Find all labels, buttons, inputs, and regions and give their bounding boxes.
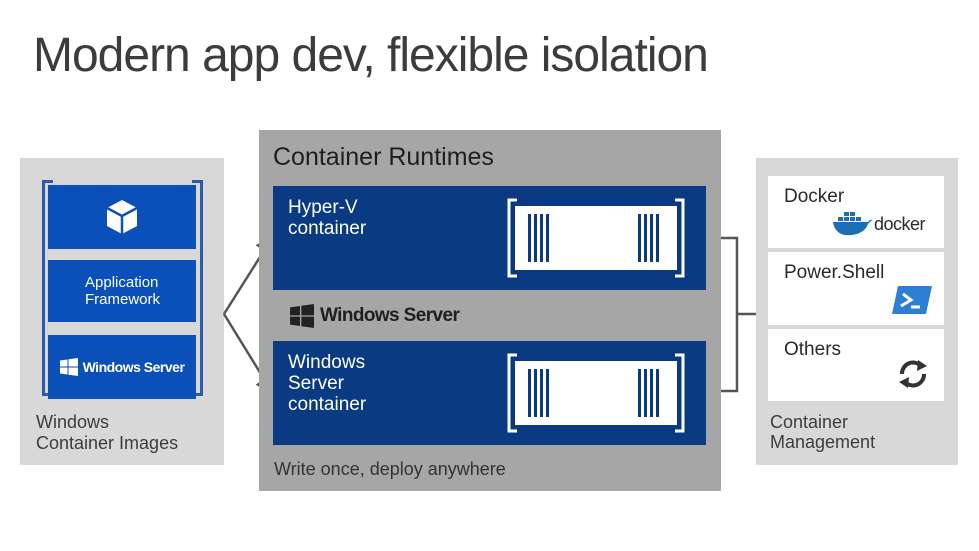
right-bracket (192, 180, 203, 396)
docker-whale-icon (832, 209, 872, 237)
container-images-panel: Application Framework Windows Server (20, 158, 224, 465)
ws-container-label: Windows Server container (288, 352, 366, 415)
docker-logo-text: docker (874, 214, 926, 234)
left-bracket (42, 180, 53, 396)
refresh-cycle-icon (894, 355, 932, 393)
hyperv-label-line-2: container (288, 218, 367, 239)
windows-server-logo-text: Windows Server (82, 359, 185, 375)
windows-server-host: Windows Server (290, 304, 460, 328)
tool-card-powershell: Power.Shell (768, 252, 944, 325)
ws-container-label-line-1: Windows (288, 352, 366, 373)
container-images-caption-line-2: Container Images (36, 433, 179, 453)
windows-server-host-text: Windows Server (320, 305, 460, 326)
hyperv-label-line-1: Hyper-V (288, 197, 358, 218)
runtimes-title: Container Runtimes (273, 143, 494, 171)
windows-logo-icon (59, 358, 78, 376)
ws-container-label-line-3: container (288, 394, 367, 415)
page-title: Modern app dev, flexible isolation (33, 29, 709, 82)
ws-container-box: Windows Server container (273, 341, 706, 445)
container-shipping-icon (505, 353, 687, 433)
ws-container-label-line-2: Server (288, 373, 344, 394)
container-management-caption: Container Management (770, 412, 875, 452)
hyperv-container-box: Hyper-V container (273, 186, 706, 290)
docker-label: Docker (784, 186, 845, 207)
powershell-icon (892, 285, 932, 315)
container-management-caption-line-1: Container (770, 412, 849, 432)
tool-card-others: Others (768, 329, 944, 401)
cube-icon (103, 197, 141, 237)
powershell-label: Power.Shell (784, 262, 885, 283)
image-layer-windows-server: Windows Server (48, 335, 196, 399)
app-framework-line-2: Framework (85, 291, 161, 308)
hyperv-label: Hyper-V container (288, 197, 366, 239)
container-images-caption: Windows Container Images (36, 412, 178, 454)
windows-logo-icon (290, 304, 314, 328)
image-layer-cube (48, 185, 196, 249)
image-layer-app-framework: Application Framework (48, 260, 196, 322)
container-shipping-icon (505, 198, 687, 278)
others-label: Others (784, 339, 842, 360)
container-images-caption-line-1: Windows (36, 412, 110, 432)
container-management-caption-line-2: Management (770, 432, 876, 452)
tool-card-docker: Docker docker (768, 176, 944, 248)
app-framework-line-1: Application (85, 274, 159, 291)
runtimes-footer: Write once, deploy anywhere (274, 459, 506, 479)
